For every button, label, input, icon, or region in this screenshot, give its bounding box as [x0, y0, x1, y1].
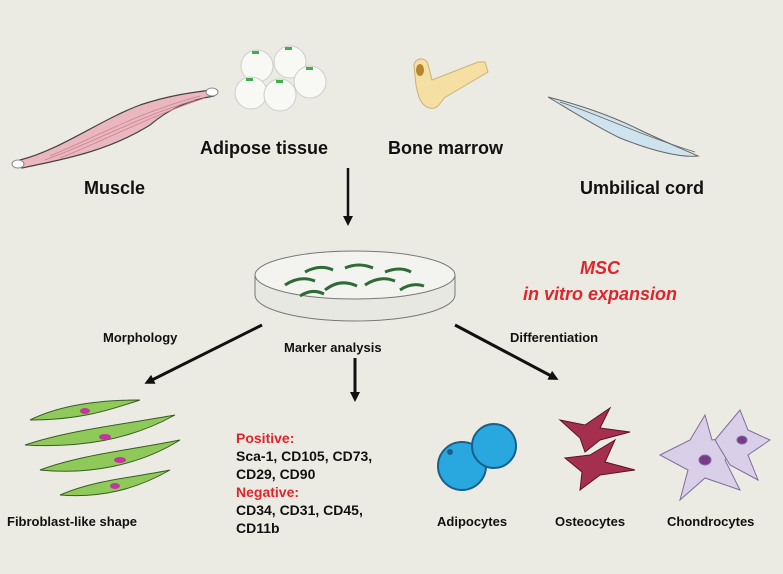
label-chondrocytes: Chondrocytes: [667, 514, 755, 529]
label-morphology: Morphology: [103, 330, 178, 345]
label-adipocytes: Adipocytes: [437, 514, 508, 529]
arrow-to-differentiation: [454, 323, 559, 380]
label-umbilical-cord: Umbilical cord: [580, 178, 705, 198]
negative-markers-title: Negative:: [236, 484, 300, 500]
positive-markers-line-2: CD29, CD90: [236, 466, 316, 482]
label-bone-marrow: Bone marrow: [388, 138, 504, 158]
label-fibroblast-like-shape: Fibroblast-like shape: [7, 514, 138, 529]
msc-title: MSC: [580, 258, 620, 278]
muscle-illustration: [11, 87, 219, 169]
umbilical-cord-illustration: [547, 96, 700, 157]
arrow-to-morphology: [144, 323, 263, 384]
label-muscle: Muscle: [84, 178, 146, 198]
positive-markers-title: Positive:: [236, 430, 295, 446]
negative-markers-line-1: CD34, CD31, CD45,: [236, 502, 363, 518]
adipose-cells-illustration: [234, 45, 327, 112]
label-marker-analysis: Marker analysis: [284, 340, 382, 355]
petri-dish-illustration: [254, 250, 456, 322]
bone-illustration: [413, 58, 489, 109]
label-osteocytes: Osteocytes: [555, 514, 626, 529]
chondrocytes-illustration: [658, 409, 772, 502]
fibroblast-cells-illustration: [24, 399, 181, 497]
negative-markers-line-2: CD11b: [236, 520, 280, 536]
adipocytes-illustration: [437, 423, 517, 491]
osteocytes-illustration: [558, 406, 636, 492]
msc-subtitle: in vitro expansion: [522, 284, 678, 304]
label-adipose-tissue: Adipose tissue: [200, 138, 329, 158]
label-differentiation: Differentiation: [510, 330, 599, 345]
positive-markers-line-1: Sca-1, CD105, CD73,: [236, 448, 373, 464]
